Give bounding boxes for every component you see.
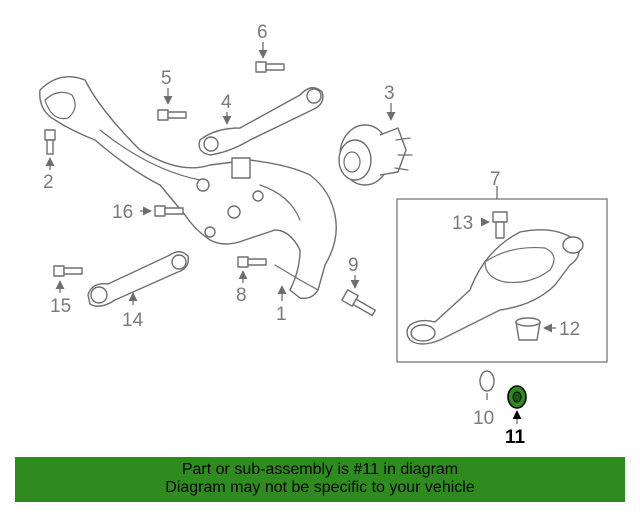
banner-line-2: Diagram may not be specific to your vehi… — [165, 479, 475, 496]
banner-line-1: Part or sub-assembly is #11 in diagram — [181, 461, 459, 478]
part-14-lateral-link: 14 — [87, 251, 189, 331]
info-banner: Part or sub-assembly is #11 in diagram D… — [15, 457, 625, 502]
callout-9: 9 — [348, 255, 359, 276]
part-16-bolt: 16 — [112, 202, 184, 223]
part-10-washer: 10 — [473, 370, 495, 429]
part-5-bolt: 5 — [157, 68, 187, 121]
callout-1-group: 1 — [276, 285, 287, 325]
callout-11: 11 — [505, 427, 526, 448]
callout-12: 12 — [559, 319, 580, 340]
callout-2: 2 — [43, 172, 54, 193]
callout-16: 16 — [112, 202, 133, 223]
part-1-trailing-arm — [39, 76, 337, 300]
part-4-upper-arm: 4 — [198, 87, 324, 156]
part-6-bolt: 6 — [255, 22, 285, 73]
callout-13: 13 — [452, 213, 473, 234]
part-3-hub-bearing: 3 — [338, 83, 413, 186]
part-15-bolt: 15 — [50, 265, 83, 317]
part-2-bolt: 2 — [43, 129, 56, 193]
callout-10: 10 — [473, 408, 494, 429]
callout-15: 15 — [50, 296, 71, 317]
callout-14: 14 — [122, 310, 144, 331]
part-9-bolt: 9 — [341, 255, 376, 317]
part-12-bushing: 12 — [515, 317, 580, 341]
callout-5: 5 — [161, 68, 172, 89]
part-11-bushing-highlighted: 11 — [505, 385, 527, 448]
callout-7: 7 — [490, 169, 501, 190]
callout-3: 3 — [384, 83, 395, 104]
part-13-bolt: 13 — [452, 211, 508, 239]
callout-8: 8 — [236, 285, 247, 306]
part-8-bolt: 8 — [236, 256, 267, 306]
callout-4: 4 — [221, 92, 232, 113]
parts-diagram: 2 3 4 5 6 7 — [39, 22, 608, 448]
callout-1: 1 — [276, 304, 287, 325]
callout-6: 6 — [257, 22, 268, 43]
